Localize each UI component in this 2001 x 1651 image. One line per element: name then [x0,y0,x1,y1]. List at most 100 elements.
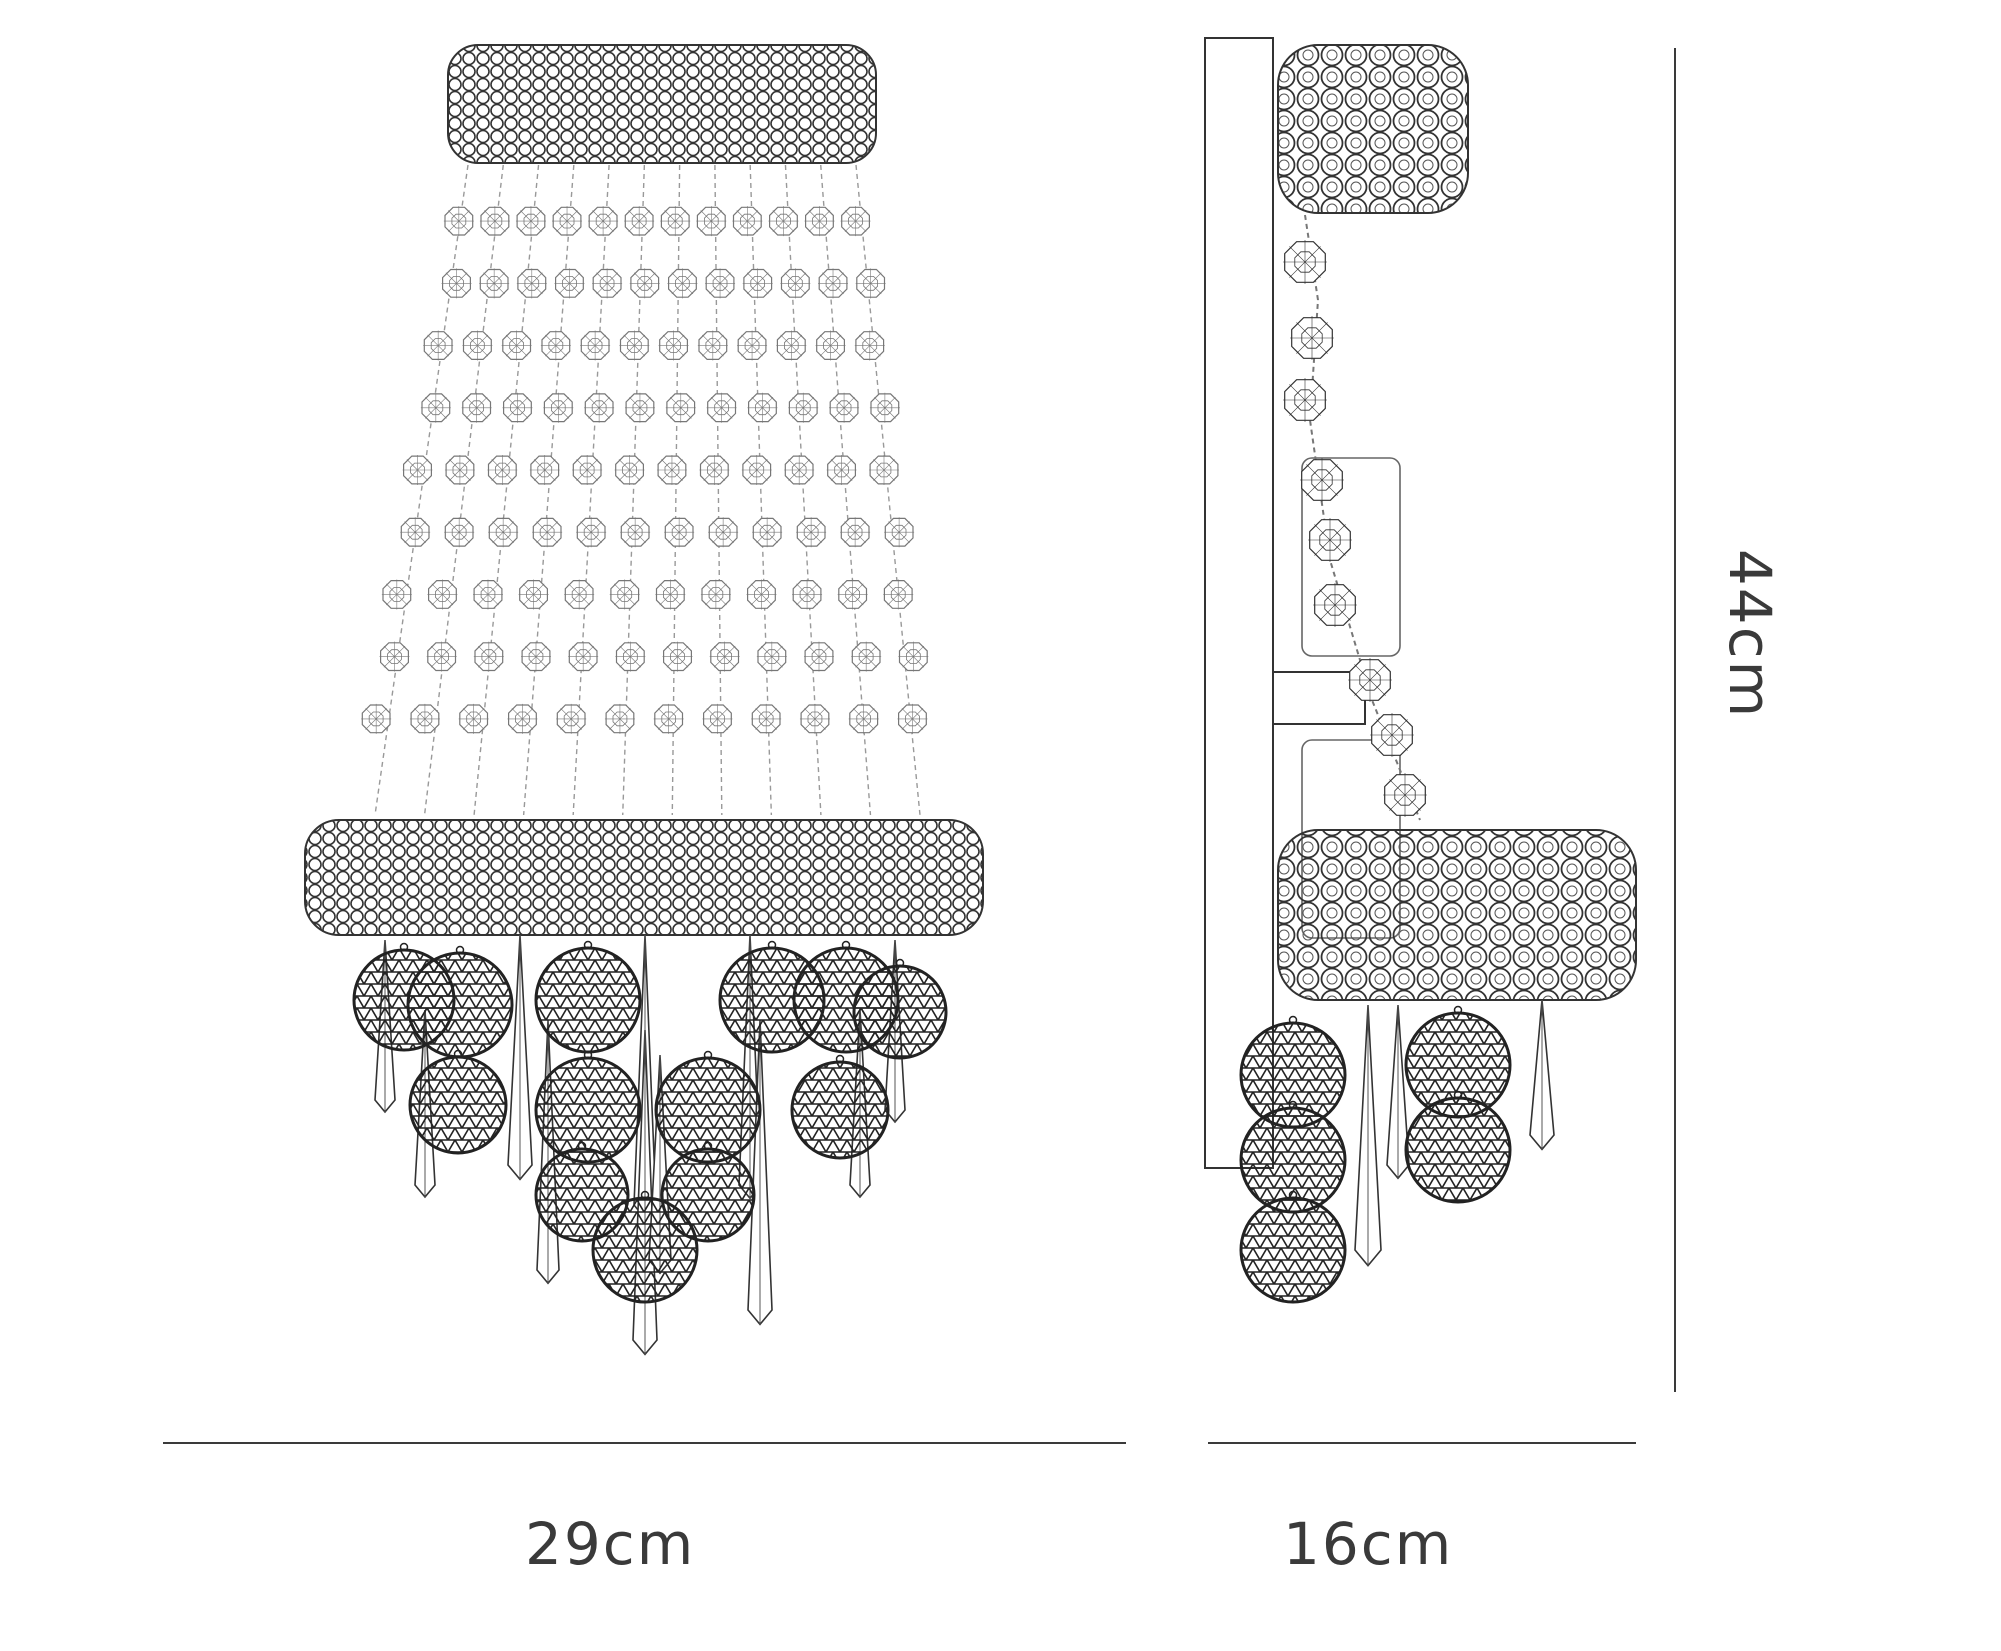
octagon-crystal [840,517,871,548]
octagon-crystal [1290,316,1334,360]
side-arm-upper [1301,457,1401,657]
octagon-crystal [543,392,574,423]
faceted-ball [408,1049,508,1155]
octagon-crystal [732,206,763,237]
octagon-crystal [624,392,655,423]
faceted-ball [852,958,948,1060]
octagon-crystal [529,455,560,485]
octagon-crystal [706,392,737,423]
octagon-crystal [855,268,886,299]
octagon-crystal [869,392,900,423]
octagon-crystal [554,268,585,299]
octagon-crystal [532,517,563,548]
octagon-crystal [840,206,871,237]
octagon-crystal [1308,518,1352,562]
octagon-crystal [624,206,655,237]
octagon-crystal [461,392,492,423]
octagon-crystal [655,579,686,610]
octagon-crystal [653,703,684,734]
side-view [1204,37,1637,1304]
octagon-crystal [619,330,650,361]
octagon-crystal [458,703,489,734]
front-bottom-bead-band [304,819,984,936]
octagon-crystal [588,206,619,237]
octagon-crystal [667,268,698,299]
octagon-crystal [829,392,860,423]
octagon-crystal [381,579,412,610]
octagon-crystal [620,517,651,548]
front-crystal-strands [361,164,929,816]
octagon-crystal [658,330,689,361]
side-bottom-bead-band [1277,829,1637,1001]
octagon-crystal [664,517,695,548]
octagon-crystal [592,268,623,299]
octagon-crystal [462,330,493,361]
faceted-ball [534,1050,642,1164]
front-top-bead-band [447,44,877,164]
octagon-crystal [479,268,510,299]
octagon-crystal [487,455,518,485]
octagon-crystal [409,703,440,734]
faceted-ball [654,1050,762,1164]
octagon-crystal [609,579,640,610]
octagon-crystal [379,641,410,672]
side-backplate [1204,37,1274,1169]
octagon-crystal [708,517,739,548]
octagon-crystal [898,641,929,672]
front-view [304,44,984,1356]
octagon-crystal [1283,378,1327,422]
octagon-crystal [702,703,733,734]
octagon-crystal [883,579,914,610]
octagon-crystal [741,455,772,485]
crystal-drop [1529,999,1555,1151]
octagon-crystal [629,268,660,299]
height-dimension-label: 44cm [1716,548,1784,720]
octagon-crystal [501,330,532,361]
octagon-crystal [488,517,519,548]
faceted-ball [1239,1190,1347,1304]
crystal-drop [1354,1004,1382,1267]
octagon-crystal [1370,713,1414,757]
octagon-crystal [851,641,882,672]
faceted-ball [591,1190,699,1304]
side-crystal-chain [1283,214,1427,821]
octagon-crystal [423,330,454,361]
octagon-crystal [784,455,815,485]
octagon-crystal [768,206,799,237]
octagon-crystal [614,455,645,485]
depth-dimension-label: 16cm [1283,1510,1454,1578]
octagon-crystal [780,268,811,299]
octagon-crystal [1283,240,1327,284]
crystal-drop [1386,1004,1410,1180]
faceted-ball [1404,1090,1512,1204]
octagon-crystal [402,455,433,485]
octagon-crystal [746,579,777,610]
octagon-crystal [576,517,607,548]
octagon-crystal [515,206,546,237]
octagon-crystal [747,392,778,423]
octagon-crystal [796,517,827,548]
octagon-crystal [742,268,773,299]
octagon-crystal [472,579,503,610]
octagon-crystal [662,641,693,672]
octagon-crystal [737,330,768,361]
octagon-crystal [502,392,533,423]
octagon-crystal [1348,658,1392,702]
octagon-crystal [443,206,474,237]
octagon-crystal [572,455,603,485]
octagon-crystal [540,330,571,361]
octagon-crystal [556,703,587,734]
octagon-crystal [818,268,849,299]
octagon-crystal [665,392,696,423]
octagon-crystal [804,206,835,237]
octagon-crystal [792,579,823,610]
width-dimension-label: 29cm [525,1510,696,1578]
octagon-crystal [804,641,834,672]
octagon-crystal [1383,773,1427,817]
octagon-crystal [697,330,728,361]
octagon-crystal [788,392,819,423]
octagon-crystal [756,641,787,672]
octagon-crystal [400,517,431,548]
octagon-crystal [1300,458,1344,502]
